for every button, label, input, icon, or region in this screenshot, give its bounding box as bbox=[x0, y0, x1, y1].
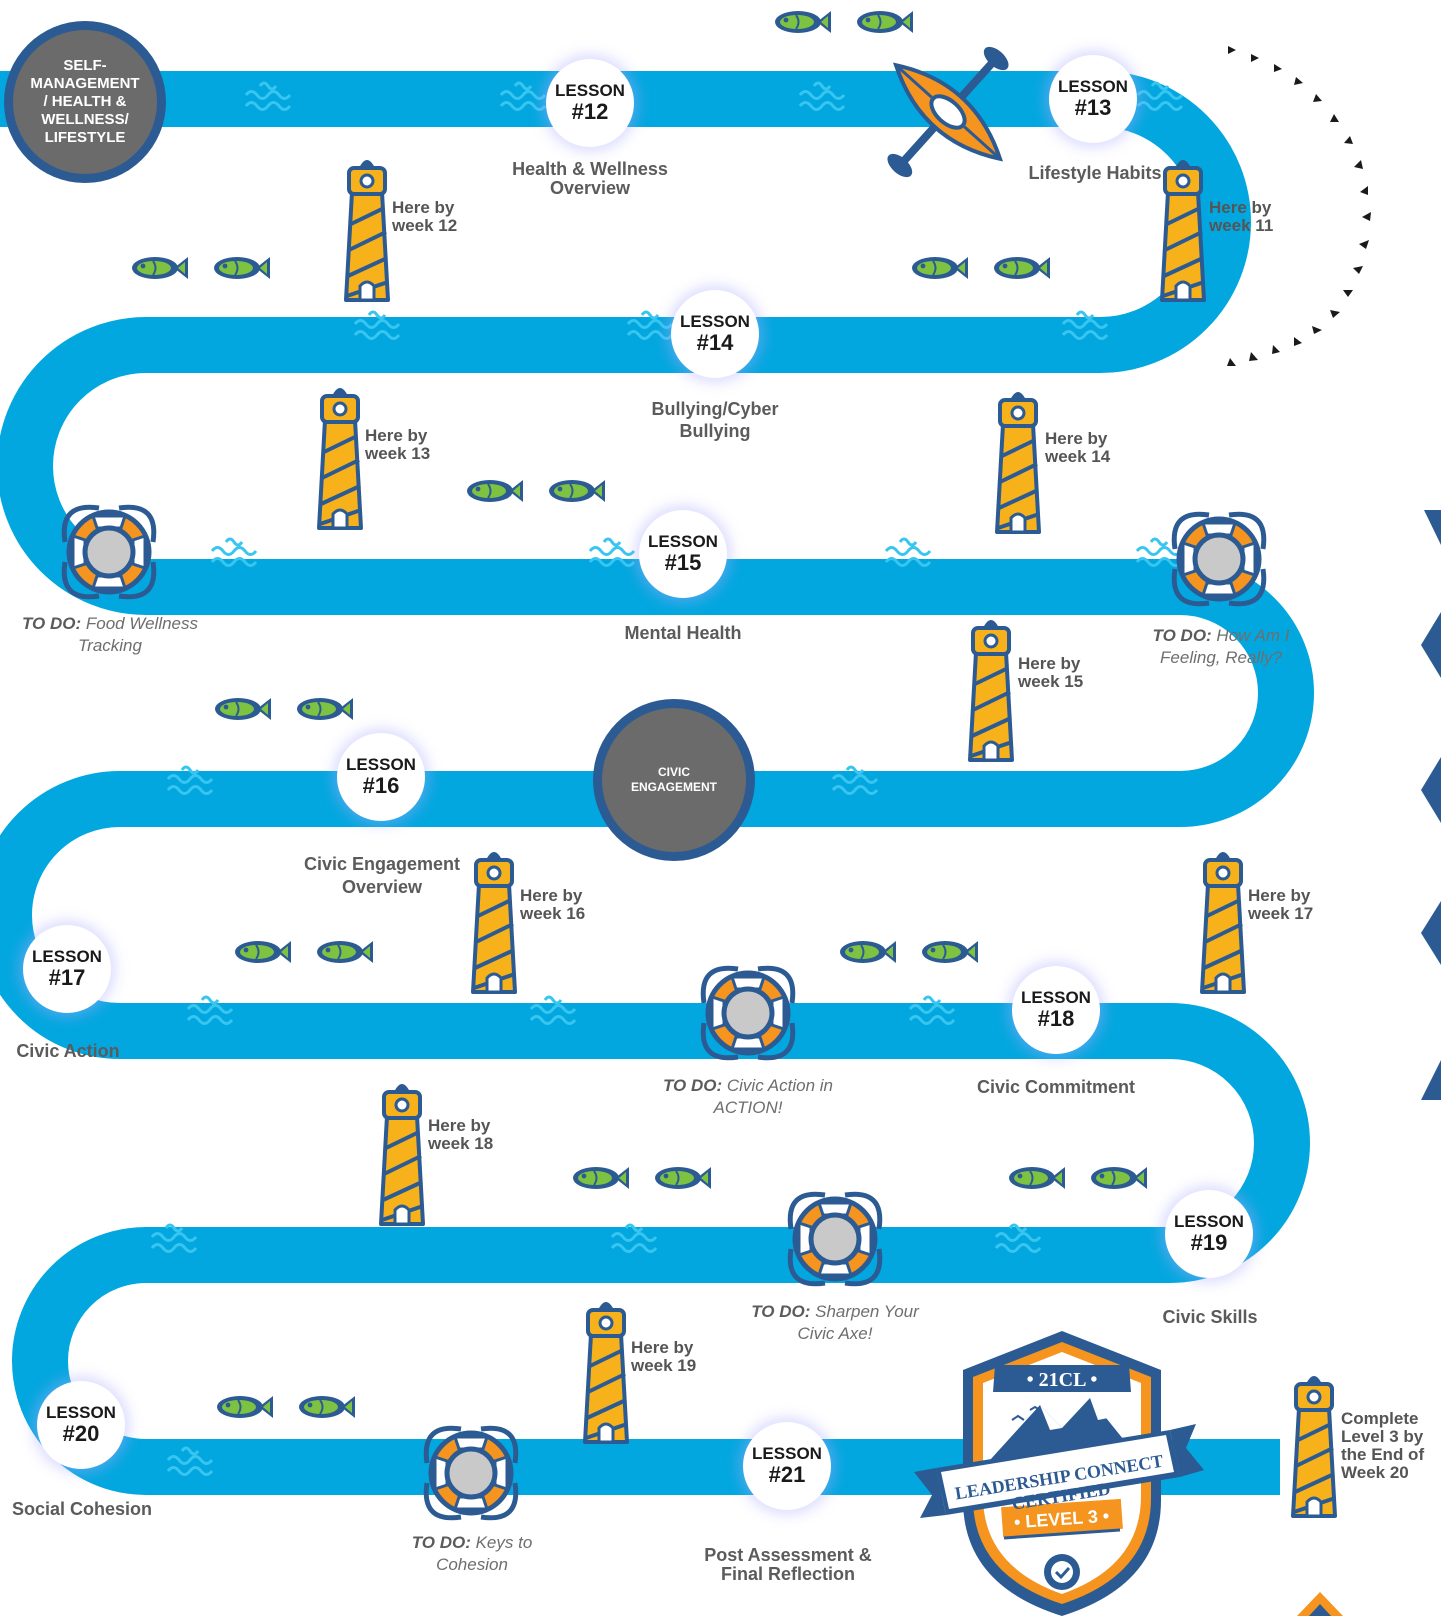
lesson-title: Social Cohesion bbox=[11, 1499, 153, 1519]
lesson-word: LESSON bbox=[46, 1403, 116, 1422]
certified-badge: • 21CL • LEADERSHIP CONNECT CERTIFIED • … bbox=[914, 1331, 1204, 1616]
milestone-week-16: Here by week 16 bbox=[520, 886, 586, 923]
lesson-word: LESSON bbox=[555, 81, 625, 100]
lesson-title: Lifestyle Habits bbox=[1028, 163, 1162, 183]
todo-prefix: TO DO: bbox=[21, 614, 82, 633]
milestone-week-11: Here by week 11 bbox=[1209, 198, 1274, 235]
todo-text: Keys to Cohesion bbox=[436, 1533, 533, 1574]
lesson-title: Civic Commitment bbox=[976, 1077, 1136, 1097]
lesson-number: #19 bbox=[1190, 1230, 1228, 1255]
lesson-word: LESSON bbox=[1021, 988, 1091, 1007]
lesson-number: #18 bbox=[1037, 1006, 1075, 1031]
lesson-title: Civic Skills bbox=[1162, 1307, 1258, 1327]
todo-how-am-i-feeling: TO DO: How Am I Feeling, Really? bbox=[1136, 625, 1306, 669]
milestone-week-17: Here by week 17 bbox=[1248, 886, 1314, 923]
todo-prefix: TO DO: bbox=[411, 1533, 471, 1552]
milestone-week-13: Here by week 13 bbox=[365, 426, 431, 463]
lesson-17[interactable]: LESSON#17 bbox=[23, 925, 111, 1013]
lesson-number: #14 bbox=[696, 330, 734, 355]
lesson-title: Civic Action bbox=[16, 1041, 120, 1061]
lesson-15[interactable]: LESSON#15 bbox=[639, 510, 727, 598]
milestone-week-12: Here by week 12 bbox=[392, 198, 458, 235]
lesson-14[interactable]: LESSON#14 bbox=[671, 290, 759, 378]
todo-text: How Am I Feeling, Really? bbox=[1160, 626, 1290, 667]
kayak-icon bbox=[887, 46, 1009, 178]
lesson-number: #13 bbox=[1074, 95, 1112, 120]
milestone-complete-level-3: Complete Level 3 by the End of Week 20 bbox=[1341, 1409, 1425, 1482]
lesson-title: Civic Engagement Overview bbox=[303, 854, 461, 897]
topic-self-management: SELF- MANAGEMENT / HEALTH & WELLNESS/ LI… bbox=[4, 21, 166, 183]
milestone-week-15: Here by week 15 bbox=[1018, 654, 1084, 691]
lesson-number: #12 bbox=[571, 99, 609, 124]
lesson-19[interactable]: LESSON#19 bbox=[1165, 1190, 1253, 1278]
milestone-week-14: Here by week 14 bbox=[1045, 429, 1111, 466]
lesson-number: #21 bbox=[768, 1462, 806, 1487]
lesson-21[interactable]: LESSON#21 bbox=[743, 1422, 831, 1510]
edge-chevrons bbox=[1297, 510, 1441, 1616]
topic-self-management-label: SELF- MANAGEMENT / HEALTH & WELLNESS/ LI… bbox=[30, 57, 140, 146]
milestone-week-18: Here by week 18 bbox=[428, 1116, 494, 1153]
lesson-20[interactable]: LESSON#20 bbox=[37, 1381, 125, 1469]
lesson-number: #15 bbox=[664, 550, 702, 575]
lesson-word: LESSON bbox=[752, 1444, 822, 1463]
lesson-13[interactable]: LESSON#13 bbox=[1049, 55, 1137, 143]
lesson-number: #17 bbox=[48, 965, 86, 990]
todo-keys-to-cohesion: TO DO: Keys to Cohesion bbox=[372, 1532, 572, 1576]
todo-text: Food Wellness Tracking bbox=[78, 614, 199, 655]
lesson-word: LESSON bbox=[1058, 77, 1128, 96]
lesson-18[interactable]: LESSON#18 bbox=[1012, 966, 1100, 1054]
lesson-12[interactable]: LESSON#12 bbox=[546, 59, 634, 147]
lesson-word: LESSON bbox=[346, 755, 416, 774]
todo-prefix: TO DO: bbox=[751, 1302, 811, 1321]
lesson-word: LESSON bbox=[1174, 1212, 1244, 1231]
todo-prefix: TO DO: bbox=[662, 1076, 723, 1095]
todo-prefix: TO DO: bbox=[1152, 626, 1212, 645]
lesson-number: #20 bbox=[62, 1421, 100, 1446]
lesson-word: LESSON bbox=[648, 532, 718, 551]
topic-civic-engagement: CIVIC ENGAGEMENT bbox=[593, 699, 755, 861]
todo-text: Sharpen Your Civic Axe! bbox=[797, 1302, 919, 1343]
badge-top-text: • 21CL • bbox=[1027, 1369, 1098, 1391]
todo-text: Civic Action in ACTION! bbox=[713, 1076, 834, 1117]
lesson-16[interactable]: LESSON#16 bbox=[337, 733, 425, 821]
lesson-word: LESSON bbox=[680, 312, 750, 331]
arrow-arc bbox=[1227, 46, 1371, 366]
lesson-number: #16 bbox=[362, 773, 400, 798]
lesson-title: Health & Wellness Overview bbox=[512, 159, 668, 198]
lesson-title: Bullying/Cyber Bullying bbox=[651, 399, 779, 441]
lesson-word: LESSON bbox=[32, 947, 102, 966]
todo-food-wellness: TO DO: Food Wellness Tracking bbox=[10, 613, 210, 657]
todo-sharpen-civic-axe: TO DO: Sharpen Your Civic Axe! bbox=[735, 1301, 935, 1345]
todo-civic-action: TO DO: Civic Action in ACTION! bbox=[648, 1075, 848, 1119]
lesson-title: Mental Health bbox=[624, 623, 742, 643]
lesson-title: Post Assessment & Final Reflection bbox=[704, 1545, 872, 1584]
milestone-week-19: Here by week 19 bbox=[631, 1338, 697, 1375]
topic-civic-label: CIVIC ENGAGEMENT bbox=[630, 765, 717, 794]
